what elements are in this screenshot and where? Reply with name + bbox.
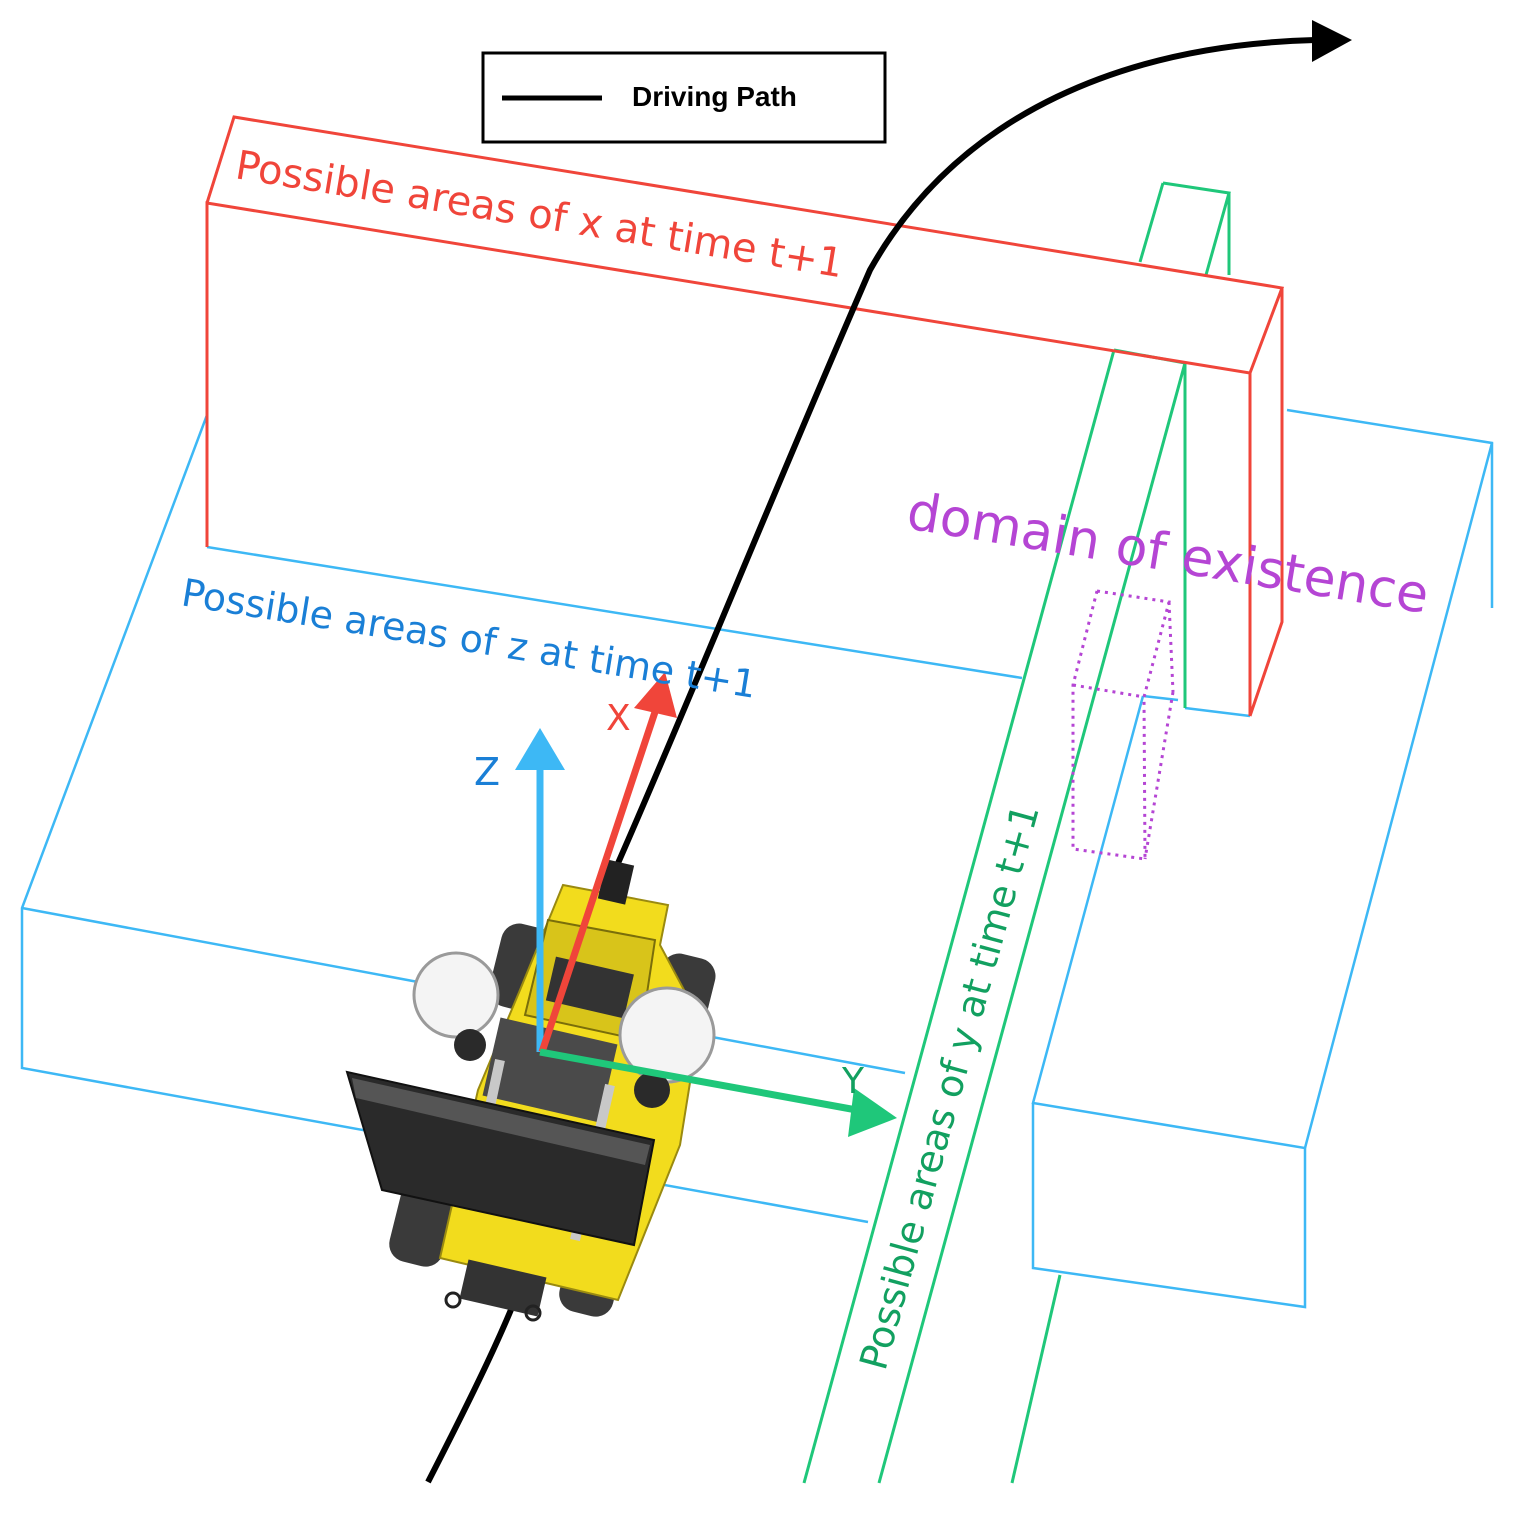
y-axis xyxy=(539,1048,897,1137)
z-axis xyxy=(515,728,565,1052)
x-region-box xyxy=(205,115,1285,717)
area-z-label: Possible areas of z at time t+1 xyxy=(179,570,760,706)
legend-driving-path-label: Driving Path xyxy=(632,81,797,112)
legend: Driving Path xyxy=(481,51,887,144)
robot-vehicle-icon xyxy=(345,859,716,1322)
x-axis xyxy=(538,672,677,1054)
y-arrow-head-icon xyxy=(848,1088,897,1137)
area-y-label: Possible areas of y at time t+1 xyxy=(851,799,1048,1374)
z-region-right-box xyxy=(1031,408,1494,1309)
domain-of-existence-box xyxy=(1071,589,1175,861)
y-axis-label: Y xyxy=(841,1061,865,1102)
z-axis-label: Z xyxy=(474,750,500,794)
x-arrow-head-icon xyxy=(634,672,677,718)
area-x-label: Possible areas of x at time t+1 xyxy=(232,142,846,287)
arrow-head-icon xyxy=(1312,20,1352,62)
x-axis-label: X xyxy=(606,698,631,739)
z-arrow-head-icon xyxy=(515,728,565,770)
